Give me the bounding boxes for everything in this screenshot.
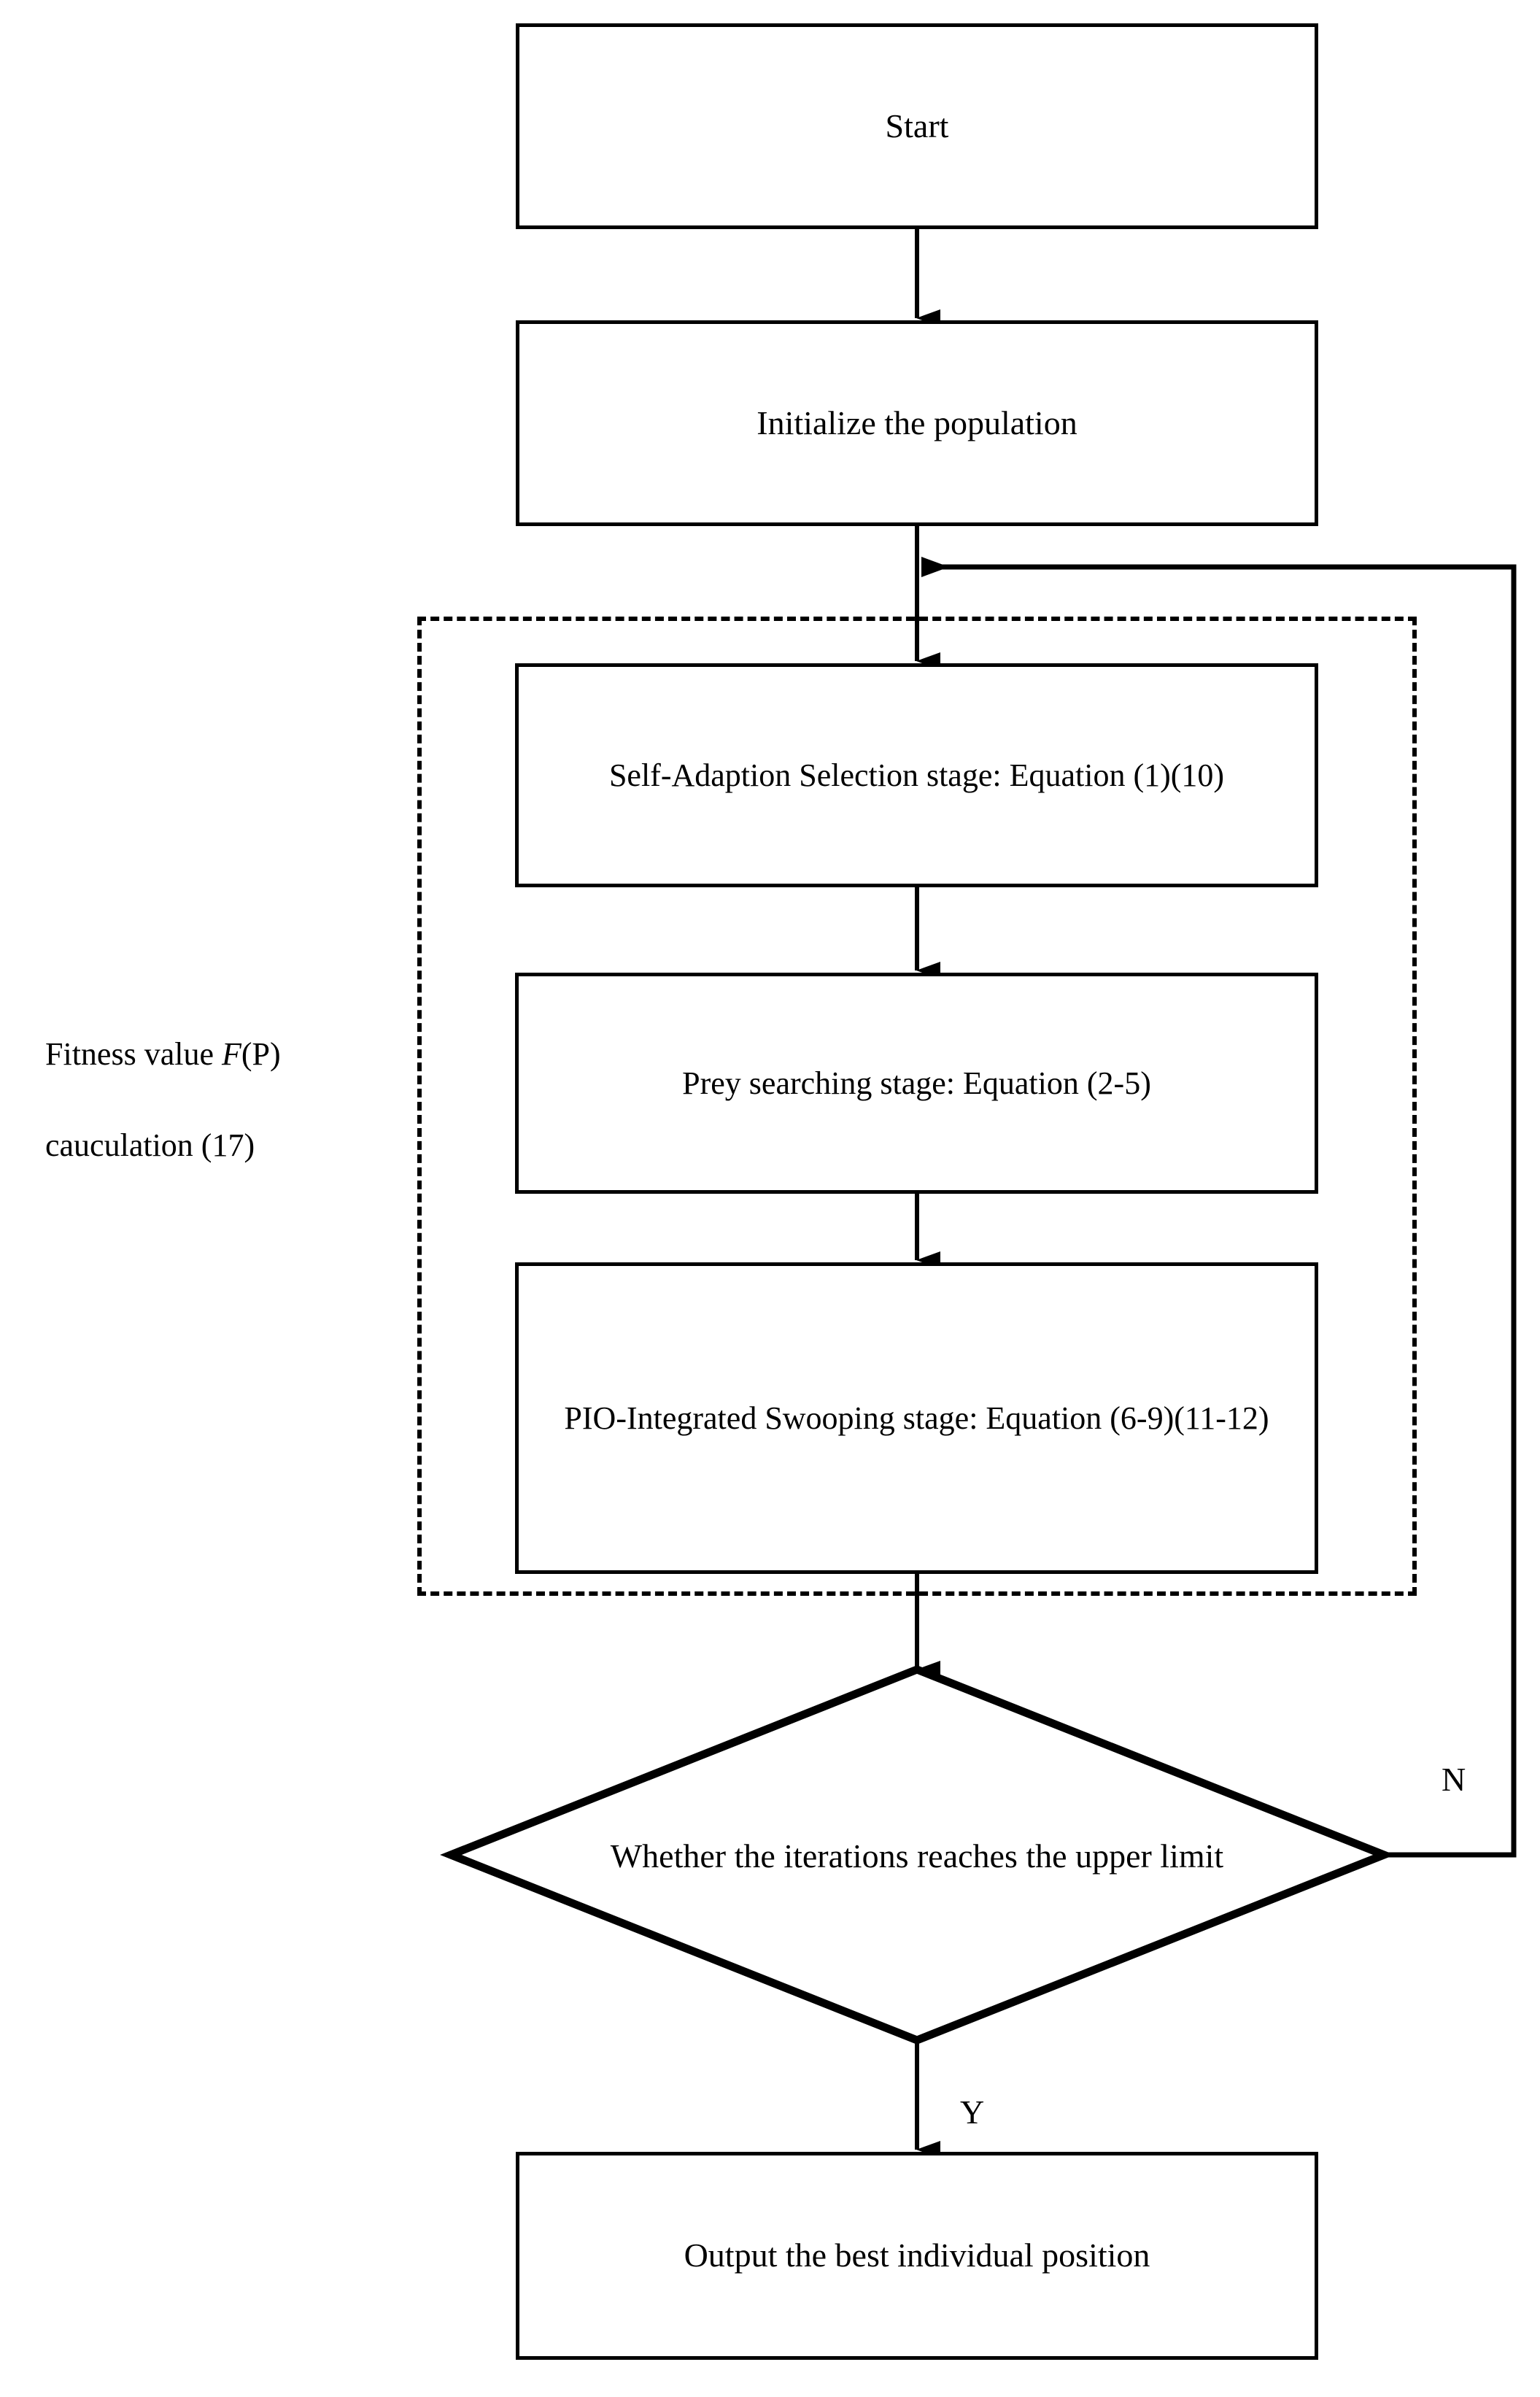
node-initialize-label: Initialize the population xyxy=(757,404,1077,441)
fitness-calculation-label: Fitness value F(P) cauculation (17) xyxy=(13,987,363,1214)
node-decision[interactable] xyxy=(438,1660,1397,2050)
node-pio-integrated-swooping-stage[interactable]: PIO-Integrated Swooping stage: Equation … xyxy=(515,1262,1318,1574)
node-prey-searching-stage[interactable]: Prey searching stage: Equation (2-5) xyxy=(515,973,1318,1194)
node-stage1-label: Self-Adaption Selection stage: Equation … xyxy=(608,757,1225,793)
fitness-label-prefix: Fitness value xyxy=(45,1036,222,1073)
node-self-adaption-selection-stage[interactable]: Self-Adaption Selection stage: Equation … xyxy=(515,663,1318,887)
node-start-label: Start xyxy=(885,107,949,144)
edge-decision-no-feedback xyxy=(921,557,1517,1858)
fitness-label-italic-f: F xyxy=(221,1036,241,1073)
node-stage3-label: PIO-Integrated Swooping stage: Equation … xyxy=(564,1400,1269,1436)
node-decision-label: Whether the iterations reaches the upper… xyxy=(610,1837,1224,1875)
node-stage2-label: Prey searching stage: Equation (2-5) xyxy=(682,1065,1151,1101)
node-output[interactable]: Output the best individual position xyxy=(516,2152,1318,2360)
branch-label-yes: Y xyxy=(960,2093,985,2131)
fitness-label-suffix: (P) xyxy=(241,1036,281,1073)
branch-label-no: N xyxy=(1442,1761,1466,1798)
node-output-label: Output the best individual position xyxy=(684,2236,1150,2274)
fitness-label-line2: cauculation (17) xyxy=(45,1127,255,1164)
node-initialize[interactable]: Initialize the population xyxy=(516,320,1318,526)
node-start[interactable]: Start xyxy=(516,23,1318,229)
